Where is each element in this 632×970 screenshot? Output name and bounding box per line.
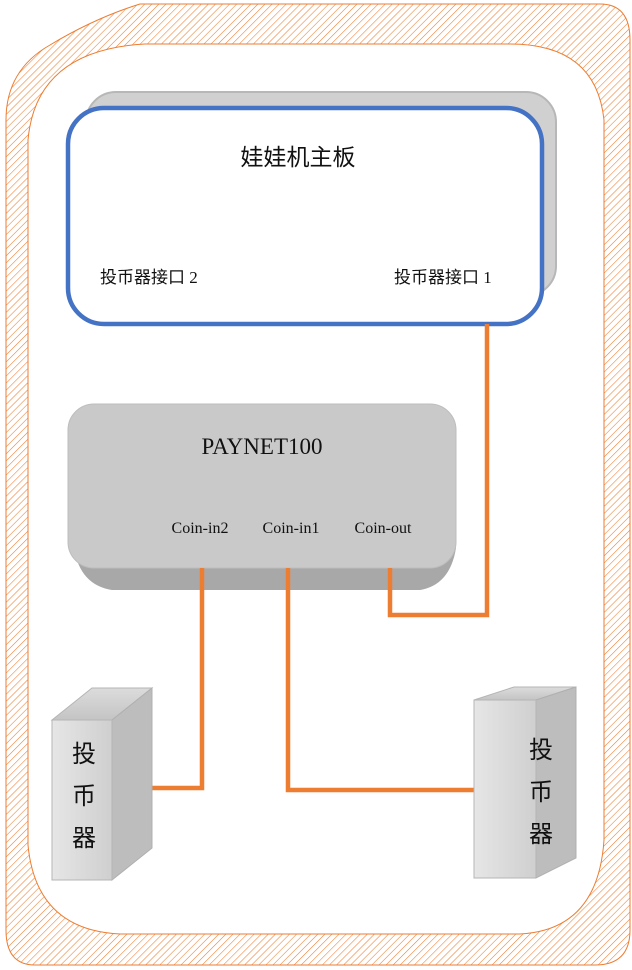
mainboard-port-right: 投币器接口 1 [394, 268, 492, 287]
mainboard-body [65, 105, 545, 327]
coin-acceptor-right-face [473, 699, 537, 879]
coin-acceptor-left-char-3: 器 [72, 824, 96, 852]
coin-acceptor-left-side [111, 686, 153, 882]
coin-acceptor-left-char-1: 投 [72, 740, 96, 768]
paynet-device: PAYNET100 Coin-in2 Coin-in1 Coin-out [67, 403, 457, 590]
coin-acceptor-left-face [51, 719, 113, 881]
wires [152, 324, 490, 793]
wire-coin-in1-to-right-acceptor [285, 568, 474, 793]
paynet-body [67, 403, 457, 569]
coin-acceptor-left-char-2: 币 [72, 782, 96, 810]
wire-coin-out-to-port1 [387, 324, 490, 618]
coin-acceptor-right-char-3: 器 [529, 820, 553, 848]
paynet-port-coin-in1: Coin-in1 [263, 520, 320, 537]
coin-acceptor-right: 投 币 器 [473, 686, 577, 879]
paynet-port-coin-in2: Coin-in2 [172, 520, 229, 537]
coin-acceptor-right-char-2: 币 [529, 778, 553, 806]
mainboard: 娃娃机主板 投币器接口 2 投币器接口 1 [65, 91, 557, 327]
coin-acceptor-left: 投 币 器 [50, 686, 154, 882]
mainboard-port-left: 投币器接口 2 [100, 268, 198, 287]
mainboard-title: 娃娃机主板 [241, 145, 356, 171]
paynet-title: PAYNET100 [202, 434, 323, 459]
coin-acceptor-right-char-1: 投 [529, 736, 553, 764]
paynet-port-coin-out: Coin-out [355, 520, 412, 537]
wire-coin-in2-to-left-acceptor [152, 568, 205, 791]
